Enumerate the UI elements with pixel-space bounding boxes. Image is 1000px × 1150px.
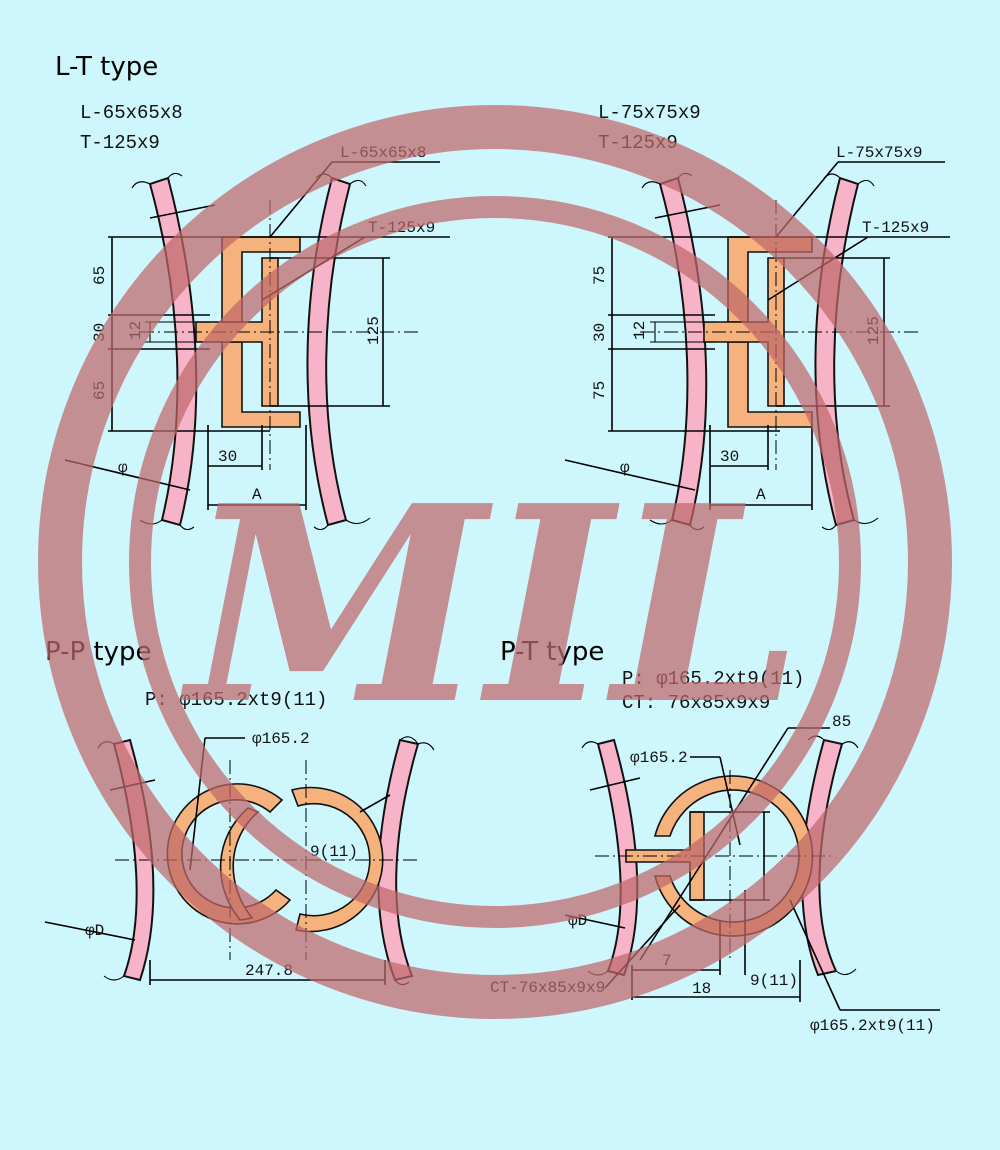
pt-callout-dia: φ165.2 <box>630 749 688 767</box>
lt-left-spec-l: L-65x65x8 <box>80 102 183 124</box>
lt-right-dim-top: 75 <box>591 266 609 285</box>
pp-dim-phid: φD <box>85 922 104 940</box>
pp-dim-thk: 9(11) <box>310 843 358 861</box>
lt-right-dim-web: 30 <box>720 448 739 466</box>
pt-dim-thk: 9(11) <box>750 972 798 990</box>
lt-left-dim-web: 30 <box>218 448 237 466</box>
lt-type-title: L-T type <box>55 52 158 82</box>
pt-spec-ct: CT: 76x85x9x9 <box>622 692 770 714</box>
pp-dim-span: 247.8 <box>245 962 293 980</box>
pp-ring-left <box>166 783 292 925</box>
pp-callout-dia: φ165.2 <box>252 730 310 748</box>
lt-right-dim-bot: 75 <box>591 381 609 400</box>
lt-right-spec-l: L-75x75x9 <box>598 102 701 124</box>
lt-left-angle-bottom <box>221 341 301 428</box>
pt-type-title: P-T type <box>500 637 604 667</box>
pt-dim-18: 18 <box>692 980 711 998</box>
watermark-logo: MIL <box>38 105 952 1019</box>
lt-right-callout-t: T-125x9 <box>862 219 929 237</box>
pt-callout-pipe: φ165.2xt9(11) <box>810 1017 935 1035</box>
lt-right-dim-a: A <box>756 486 766 504</box>
lt-left-dim-top: 65 <box>91 266 109 285</box>
pt-spec-p: P: φ165.2xt9(11) <box>622 668 804 690</box>
lt-right-dim-small: 12 <box>631 321 649 340</box>
lt-right-callout-l: L-75x75x9 <box>836 144 922 162</box>
watermark-letters: MIL <box>179 446 802 764</box>
lt-right-dim-mid: 30 <box>591 323 609 342</box>
pt-dim-85: 85 <box>832 713 851 731</box>
lt-left-dim-phi: φ <box>118 459 128 477</box>
lt-left-spec-t: T-125x9 <box>80 132 160 154</box>
lt-left-dim-right: 125 <box>365 316 383 345</box>
lt-right-dim-phi: φ <box>620 459 630 477</box>
lt-left-dim-a: A <box>252 486 262 504</box>
pp-spec-p: P: φ165.2xt9(11) <box>145 689 327 711</box>
